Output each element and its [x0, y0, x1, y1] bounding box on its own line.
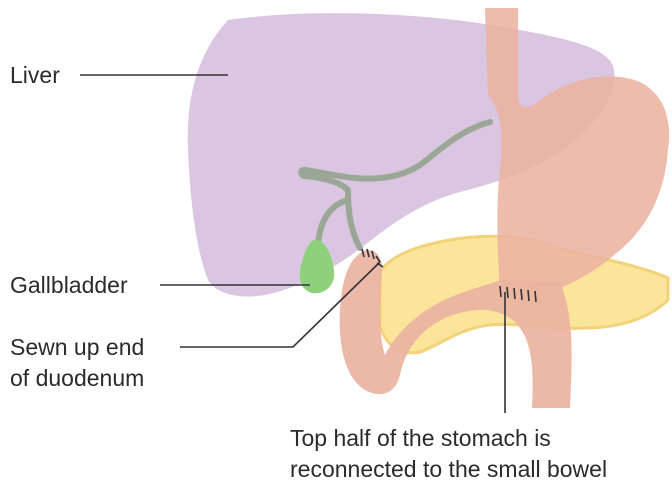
sewn-end-label-line2: of duodenum: [10, 365, 144, 391]
stomach-label-line2: reconnected to the small bowel: [290, 456, 607, 481]
liver-label: Liver: [10, 62, 60, 88]
stomach-label-line1: Top half of the stomach is: [290, 425, 551, 451]
gallbladder-label: Gallbladder: [10, 272, 128, 298]
sewn-end-label-line1: Sewn up end: [10, 334, 144, 360]
